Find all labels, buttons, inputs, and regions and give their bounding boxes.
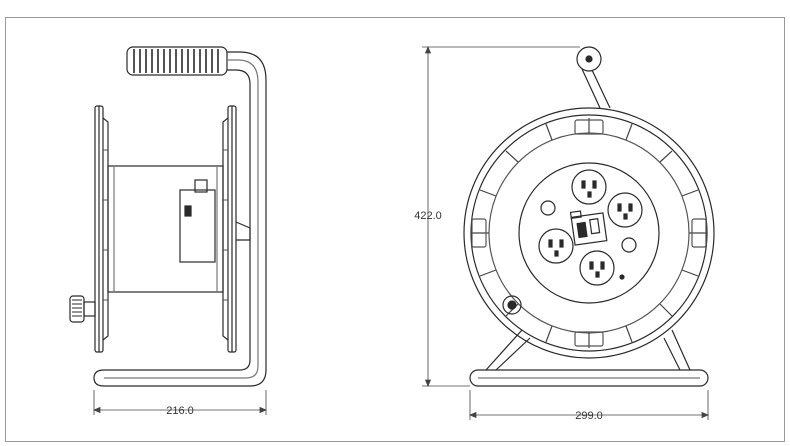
left-flange bbox=[94, 105, 109, 353]
drum-face bbox=[518, 162, 660, 304]
socket-left bbox=[538, 228, 574, 264]
flange-ribs-front bbox=[472, 118, 706, 348]
flange-ribs bbox=[103, 149, 228, 301]
side-view bbox=[69, 46, 267, 387]
screw-dot bbox=[619, 274, 625, 280]
socket-top bbox=[571, 169, 607, 205]
front-height-label: 422.0 bbox=[414, 210, 442, 222]
top-handle-knob bbox=[576, 46, 611, 109]
socket-bottom bbox=[579, 250, 615, 286]
axle-bracket bbox=[235, 221, 251, 241]
side-width-dimension bbox=[92, 390, 268, 415]
front-width-dimension bbox=[468, 390, 710, 420]
frame-legs bbox=[485, 329, 691, 371]
indicator-light-left bbox=[540, 200, 556, 216]
frame-tube-outer bbox=[93, 51, 267, 387]
handle-grip bbox=[126, 46, 228, 76]
front-height-dimension bbox=[422, 45, 580, 388]
base-tube bbox=[469, 369, 709, 387]
drum bbox=[107, 165, 224, 293]
front-view bbox=[463, 46, 715, 387]
center-switch bbox=[569, 210, 608, 246]
drawing-frame bbox=[5, 17, 785, 442]
socket-box-side bbox=[179, 179, 216, 263]
frame-tube-inner bbox=[104, 59, 259, 379]
socket-right bbox=[607, 192, 643, 228]
crank-knob bbox=[69, 295, 96, 323]
indicator-light-right bbox=[621, 237, 637, 253]
side-width-label: 216.0 bbox=[166, 405, 194, 417]
front-width-label: 299.0 bbox=[575, 410, 603, 422]
crank-knob-front bbox=[502, 295, 522, 315]
right-flange bbox=[222, 105, 237, 353]
outer-rim-inner bbox=[470, 114, 708, 352]
outer-rim bbox=[463, 107, 715, 359]
rib-blocks bbox=[471, 119, 707, 347]
